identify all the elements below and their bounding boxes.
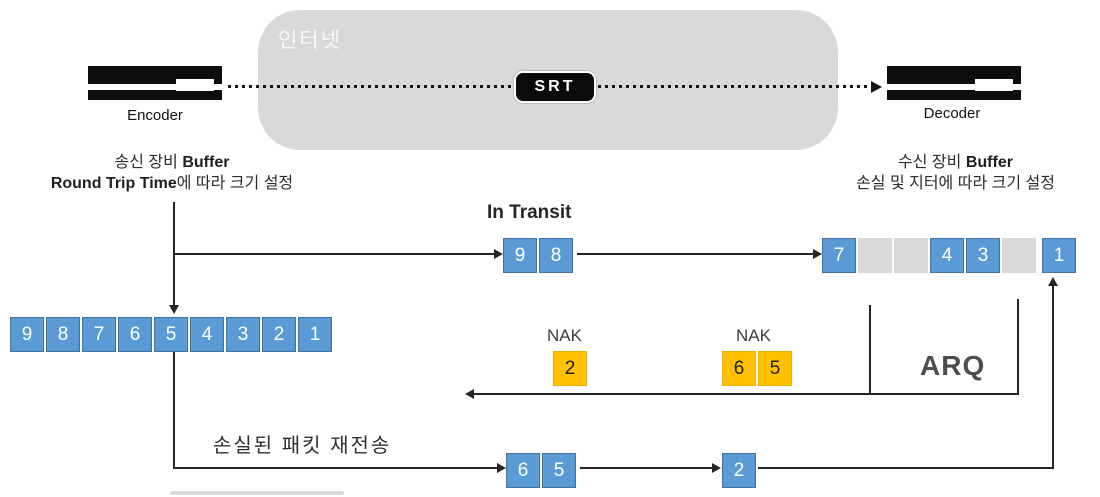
receiver-caption-line2: 손실 및 지터에 따라 크기 설정 bbox=[856, 175, 1055, 192]
packet-cell: 1 bbox=[298, 317, 332, 352]
sender-caption-line2: Round Trip Time에 따라 크기 설정 bbox=[27, 173, 317, 194]
retransmit-arrowhead-2-icon bbox=[712, 463, 721, 473]
packet-cell: 8 bbox=[539, 238, 573, 273]
in-transit-label: In Transit bbox=[487, 202, 572, 223]
send-to-transit-line bbox=[174, 253, 494, 255]
nak-return-line bbox=[474, 393, 1018, 395]
sender-drop-arrowhead-icon bbox=[169, 305, 179, 314]
packet-cell: 4 bbox=[930, 238, 964, 273]
packet-cell: 3 bbox=[226, 317, 260, 352]
retransmit-line-1 bbox=[173, 467, 497, 469]
sender-caption-line2-regular: 에 따라 크기 설정 bbox=[176, 175, 294, 192]
arq-bracket-right-line bbox=[1017, 299, 1019, 395]
decoder-device-icon bbox=[887, 66, 1021, 101]
dotted-link-right bbox=[598, 85, 871, 88]
packet-cell: 6 bbox=[506, 453, 540, 488]
encoder-device-icon bbox=[88, 66, 222, 101]
packet-cell: 6 bbox=[118, 317, 152, 352]
packet-cell: 2 bbox=[262, 317, 296, 352]
receiver-caption-line1-bold: Buffer bbox=[965, 154, 1013, 171]
sender-caption-line1-regular: 송신 장비 bbox=[114, 154, 183, 171]
packet-cell: 3 bbox=[966, 238, 1000, 273]
packet-cell: 8 bbox=[46, 317, 80, 352]
packet-cell: 9 bbox=[10, 317, 44, 352]
encoder-label: Encoder bbox=[127, 107, 183, 124]
retransmit-arrowhead-1-icon bbox=[497, 463, 506, 473]
packet-cell: 9 bbox=[503, 238, 537, 273]
packet-cell: 6 bbox=[722, 351, 756, 386]
sender-caption-line1-bold: Buffer bbox=[182, 154, 230, 171]
arq-bracket-left-line bbox=[869, 305, 871, 395]
receiver-caption-line1: 수신 장비 Buffer bbox=[818, 152, 1093, 173]
retransmit-up-arrowhead-icon bbox=[1048, 277, 1058, 286]
packet-cell: 7 bbox=[822, 238, 856, 273]
transit-to-receiver-line bbox=[577, 253, 813, 255]
retransmit-drop-line bbox=[173, 352, 175, 469]
buffer-slot-empty bbox=[894, 238, 928, 273]
nak-label-1: NAK bbox=[547, 326, 582, 345]
sender-caption-line2-bold: Round Trip Time bbox=[50, 175, 177, 192]
srt-logo-badge: SRT bbox=[514, 71, 596, 103]
retransmit-line-3 bbox=[758, 467, 1054, 469]
decoder-label: Decoder bbox=[923, 105, 981, 122]
nak-packets-1: 2 bbox=[553, 351, 587, 386]
decoder-notch bbox=[975, 79, 1013, 91]
arq-label: ARQ bbox=[920, 350, 986, 381]
retransmit-up-line bbox=[1052, 286, 1054, 469]
encoder-notch bbox=[176, 79, 214, 91]
buffer-slot-empty bbox=[1002, 238, 1036, 273]
decoder-bar-bottom bbox=[887, 90, 1021, 100]
packet-cell: 7 bbox=[82, 317, 116, 352]
srt-logo-text: SRT bbox=[534, 78, 576, 95]
send-to-transit-arrowhead-icon bbox=[494, 249, 503, 259]
retransmit-packets-2: 2 bbox=[722, 453, 756, 488]
retransmit-line-2 bbox=[580, 467, 712, 469]
packet-cell: 5 bbox=[758, 351, 792, 386]
buffer-slot-empty bbox=[858, 238, 892, 273]
dotted-link-left bbox=[228, 85, 514, 88]
transit-to-receiver-arrowhead-icon bbox=[813, 249, 822, 259]
packet-cell: 2 bbox=[553, 351, 587, 386]
nak-return-arrowhead-icon bbox=[465, 389, 474, 399]
dotted-link-arrowhead-icon bbox=[871, 81, 882, 93]
packet-cell: 1 bbox=[1042, 238, 1076, 273]
packet-cell: 4 bbox=[190, 317, 224, 352]
nak-label-2: NAK bbox=[736, 326, 771, 345]
encoder-bar-bottom bbox=[88, 90, 222, 100]
receiver-caption-line1-regular: 수신 장비 bbox=[898, 154, 966, 171]
packet-cell: 5 bbox=[542, 453, 576, 488]
partial-bottom-bar bbox=[170, 491, 344, 495]
packet-cell: 5 bbox=[154, 317, 188, 352]
packet-cell: 2 bbox=[722, 453, 756, 488]
sender-buffer-caption: 송신 장비 Buffer Round Trip Time에 따라 크기 설정 bbox=[27, 152, 317, 194]
receiver-buffer-caption: 수신 장비 Buffer 손실 및 지터에 따라 크기 설정 bbox=[818, 152, 1093, 194]
retransmission-caption: 손실된 패킷 재전송 bbox=[213, 435, 392, 457]
sender-caption-line1: 송신 장비 Buffer bbox=[27, 152, 317, 173]
internet-label: 인터넷 bbox=[278, 29, 342, 52]
